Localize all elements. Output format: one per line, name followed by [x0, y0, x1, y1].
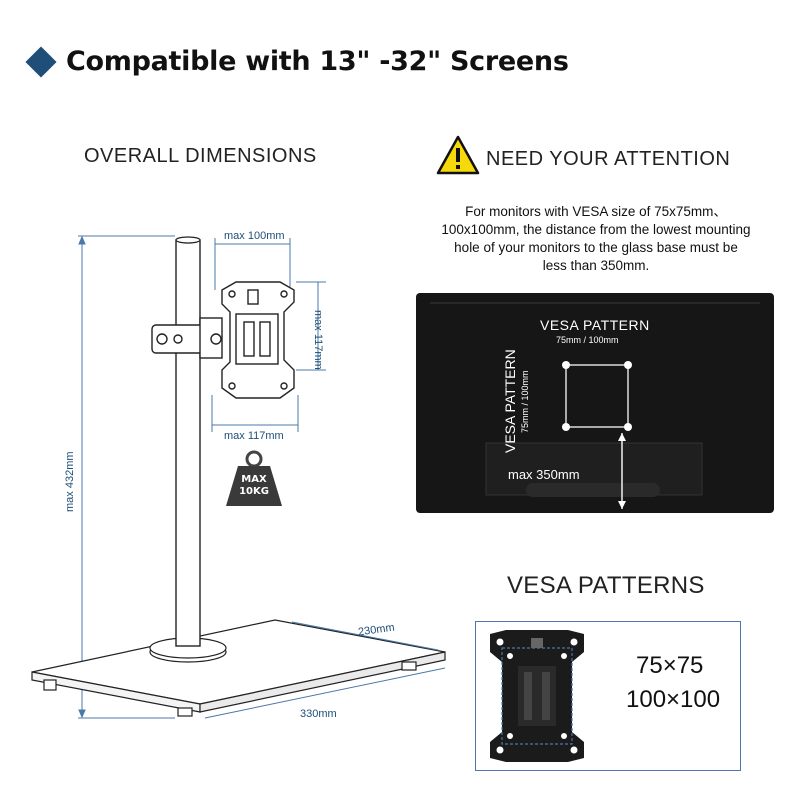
dim-height-side: max 117mm [312, 310, 324, 370]
dim-total-height: max 432mm [64, 451, 76, 512]
dim-base-width: 330mm [300, 708, 337, 720]
note-line-3: hole of your monitors to the glass base … [454, 240, 738, 255]
vesa-top-title: VESA PATTERN [540, 317, 650, 333]
page-title: Compatible with 13" -32" Screens [25, 45, 569, 78]
vesa-top-sizes: 75mm / 100mm [556, 335, 619, 345]
vesa-patterns-box: 75×75 100×100 [475, 621, 741, 771]
overall-dimensions-heading: OVERALL DIMENSIONS [84, 145, 317, 167]
vesa-side-sizes: 75mm / 100mm [520, 370, 530, 433]
stand-drawing [31, 235, 446, 719]
warning-icon [436, 135, 480, 175]
vesa-side-title: VESA PATTERN [502, 349, 518, 453]
title-text: Compatible with 13" -32" Screens [66, 46, 569, 77]
vesa-size-75: 75×75 [636, 652, 704, 679]
weight-badge-text: MAX 10KG [239, 474, 269, 497]
pole [175, 239, 201, 647]
note-line-4: less than 350mm. [542, 258, 650, 273]
vesa-plate-icon [490, 630, 584, 762]
attention-note: For monitors with VESA size of 75x75mm、 … [400, 203, 792, 275]
vesa-patterns-heading: VESA PATTERNS [507, 572, 705, 599]
dim-width-bottom: max 117mm [224, 430, 284, 442]
attention-heading: NEED YOUR ATTENTION [486, 148, 731, 170]
dim-width-top: max 100mm [224, 230, 285, 242]
arm-clamp [151, 317, 223, 359]
note-line-2: 100x100mm, the distance from the lowest … [441, 222, 751, 237]
weight-badge-icon [226, 450, 282, 506]
monitor-back-panel: VESA PATTERN 75mm / 100mm VESA PATTERN 7… [416, 293, 774, 513]
note-line-1: For monitors with VESA size of 75x75mm、 [465, 204, 727, 219]
vesa-plate [221, 281, 295, 399]
max-distance-label: max 350mm [508, 467, 580, 482]
vesa-size-100: 100×100 [626, 686, 721, 713]
